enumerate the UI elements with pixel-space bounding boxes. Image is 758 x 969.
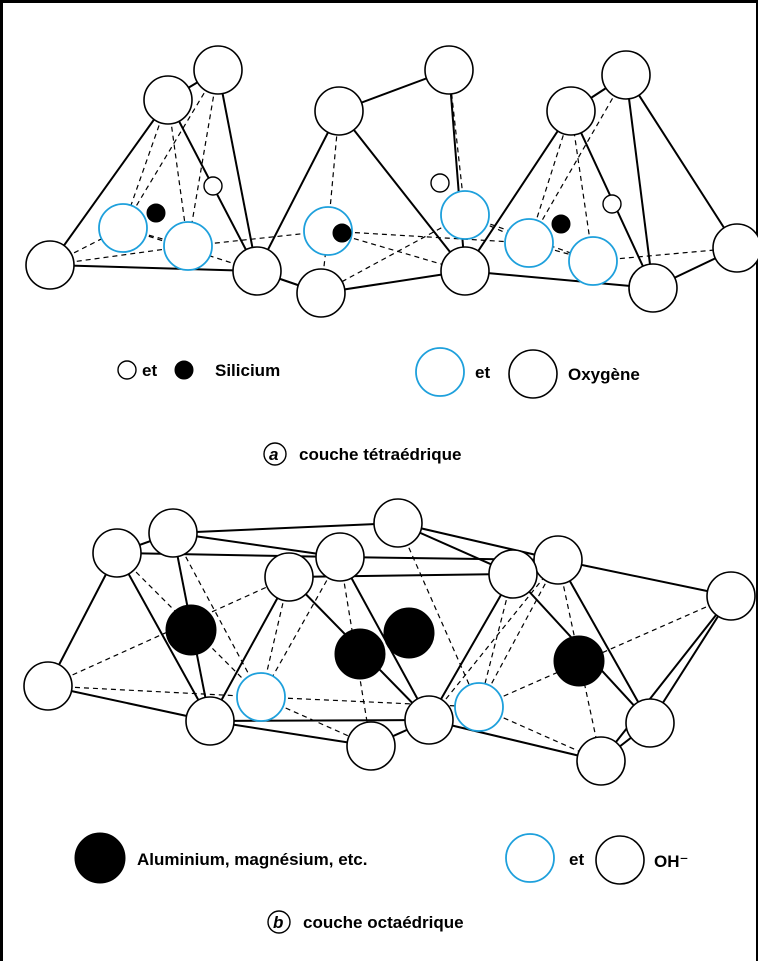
caption-text-b: couche octaédrique <box>303 913 464 932</box>
caption-text-a: couche tétraédrique <box>299 445 462 464</box>
oxygen-atom <box>546 86 596 136</box>
silicon-atom <box>430 173 450 193</box>
aluminium-atom <box>553 635 605 687</box>
caption-letter-b: b <box>273 913 283 932</box>
oh-atom <box>404 695 454 745</box>
aluminium-atom <box>383 607 435 659</box>
silicon-atom <box>602 194 622 214</box>
caption-letter-a: a <box>269 445 278 464</box>
oxygen-atom <box>628 263 678 313</box>
legend-silicon-white-icon <box>117 360 137 380</box>
oh-atom <box>706 571 756 621</box>
tetrahedral-legend: et Silicium et Oxygène <box>117 347 640 399</box>
oh-atom <box>92 528 142 578</box>
legend-silicon-black-icon <box>174 360 194 380</box>
oh-atom <box>23 661 73 711</box>
oxygen-atom-blue <box>440 190 490 240</box>
octahedral-atoms <box>23 498 756 786</box>
legend-oh-white-icon <box>595 835 645 885</box>
oxygen-atom <box>25 240 75 290</box>
tetrahedral-caption: a couche tétraédrique <box>263 442 462 466</box>
caption-letter-circle <box>263 442 287 466</box>
oxygen-atom <box>193 45 243 95</box>
caption-letter-circle <box>267 910 291 934</box>
silicon-atom <box>203 176 223 196</box>
silicon-atom-black <box>146 203 166 223</box>
oh-atom-blue <box>454 682 504 732</box>
octahedral-sheet-diagram <box>23 498 756 786</box>
legend-oxygen-blue-icon <box>415 347 465 397</box>
oh-atom <box>185 696 235 746</box>
tetrahedral-sheet-diagram <box>25 45 758 318</box>
oxygen-atom-blue <box>504 218 554 268</box>
oxygen-atom <box>143 75 193 125</box>
oxygen-atom <box>232 246 282 296</box>
aluminium-atom <box>165 604 217 656</box>
oxygen-atom-blue <box>163 221 213 271</box>
oxygen-atom <box>601 50 651 100</box>
oxygen-atom-blue <box>568 236 618 286</box>
legend-oh-label: OH⁻ <box>654 852 688 871</box>
octahedral-caption: b couche octaédrique <box>267 910 464 934</box>
legend-oxygen-label: Oxygène <box>568 365 640 384</box>
oxygen-atom <box>440 246 490 296</box>
legend-silicium-connector: et <box>142 361 157 380</box>
oh-atom <box>315 532 365 582</box>
oh-atom <box>264 552 314 602</box>
tetrahedral-atoms <box>25 45 758 318</box>
legend-oxygen-white-icon <box>508 349 558 399</box>
legend-oxygen-connector: et <box>475 363 490 382</box>
oh-atom <box>373 498 423 548</box>
oh-atom <box>148 508 198 558</box>
silicon-atom-black <box>551 214 571 234</box>
oh-atom <box>576 736 626 786</box>
oh-atom <box>346 721 396 771</box>
legend-aluminium-icon <box>74 832 126 884</box>
silicon-atom-black <box>332 223 352 243</box>
legend-metal-label: Aluminium, magnésium, etc. <box>137 850 368 869</box>
oxygen-atom <box>296 268 346 318</box>
oxygen-atom-blue <box>98 203 148 253</box>
legend-oh-blue-icon <box>505 833 555 883</box>
oh-atom <box>488 549 538 599</box>
octahedral-legend: Aluminium, magnésium, etc. et OH⁻ <box>74 832 688 885</box>
legend-silicium-label: Silicium <box>215 361 280 380</box>
diagram-canvas: et Silicium et Oxygène a couche tétraédr… <box>23 45 758 934</box>
legend-oh-connector: et <box>569 850 584 869</box>
oxygen-atom-blue <box>303 206 353 256</box>
oxygen-atom <box>314 86 364 136</box>
oh-atom-blue <box>236 672 286 722</box>
oxygen-atom <box>712 223 758 273</box>
oh-atom <box>625 698 675 748</box>
oxygen-atom <box>424 45 474 95</box>
oh-atom <box>533 535 583 585</box>
aluminium-atom <box>334 628 386 680</box>
